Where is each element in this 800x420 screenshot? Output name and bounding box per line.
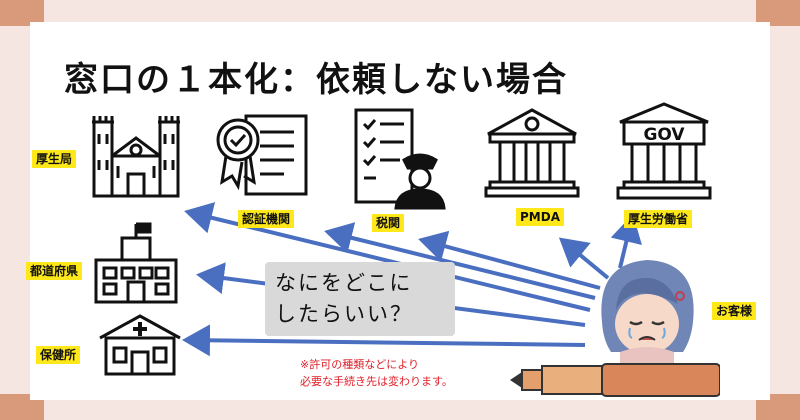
corner-decoration-top-left [0,0,44,26]
arrow-to-pmda [558,237,610,280]
corner-decoration-top-right [756,0,800,26]
page-title: 窓口の１本化：依頼しない場合 [64,60,568,100]
bubble-line-1: なにをどこに [275,271,413,295]
regional-bureau-building-icon [92,116,180,198]
arrow-to-zeikan [418,230,601,290]
footnote-line-2: 必要な手続き先は変わります。 [300,375,453,388]
institution-building-icon [484,108,580,198]
highlighter-pen-icon [510,363,720,397]
worried-customer-character-icon [601,260,694,368]
footnote-line-1: ※許可の種類などにより [300,358,419,371]
label-hokenjo: 保健所 [36,346,81,364]
bubble-line-2: したらいい？ [275,302,413,326]
footnote: ※許可の種類などにより 必要な手続き先は変わります。 [300,356,453,390]
speech-bubble: なにをどこに したらいい？ [265,262,455,336]
label-ninsho: 認証機関 [238,210,295,228]
label-zeikan: 税関 [372,214,405,232]
label-todofuken: 都道府県 [26,262,83,280]
label-kouseikyoku: 厚生局 [32,150,77,168]
label-pmda: PMDA [516,208,564,226]
certificate-icon [216,114,308,196]
health-center-icon [99,314,181,376]
label-mhlw: 厚生労働省 [624,210,693,228]
arrow-to-ninsho [324,222,596,300]
government-building-icon: GOV [616,102,712,200]
arrow-to-hokenjo [182,324,586,357]
customs-officer-icon [354,108,446,210]
label-customer: お客様 [712,302,757,320]
prefecture-office-icon [94,222,178,304]
gov-sign-text: GOV [643,125,685,145]
arrow-to-kouseikyoku [184,202,591,312]
